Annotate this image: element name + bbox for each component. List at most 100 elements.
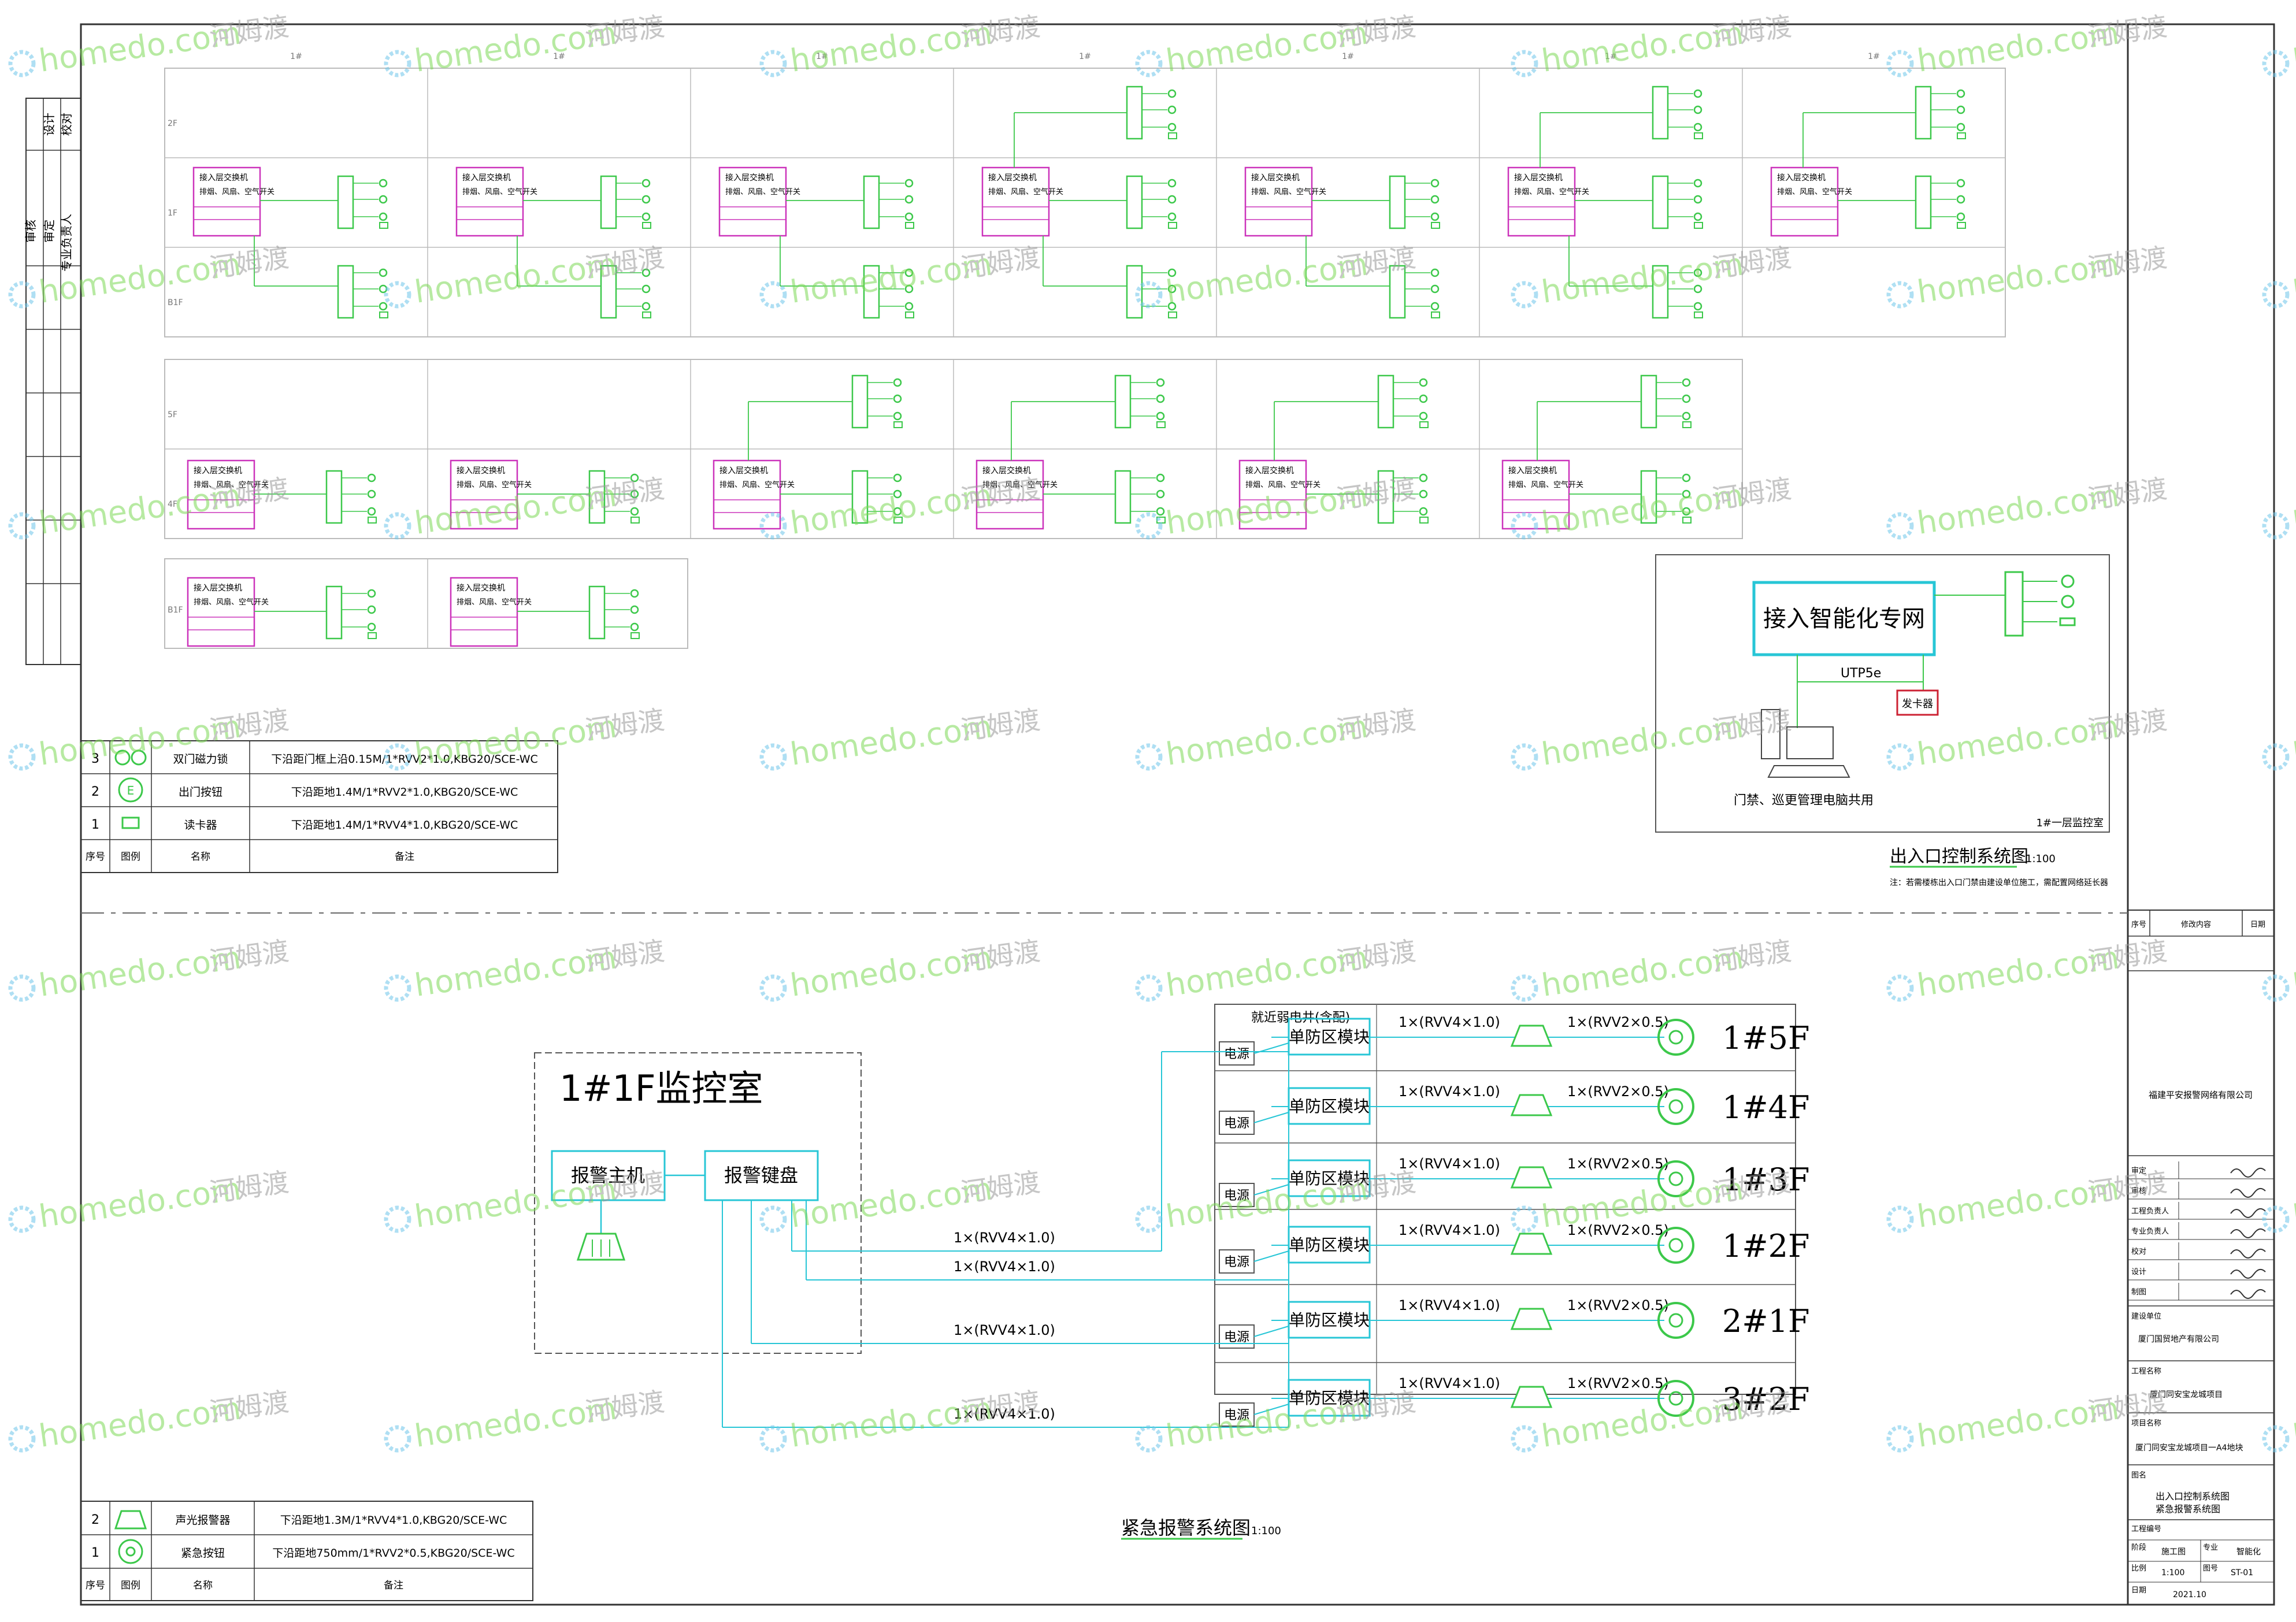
strobe-siren-icon <box>1510 1233 1553 1255</box>
smart-network-label: 接入智能化专网 <box>1763 606 1925 632</box>
door-controller-unit <box>325 585 377 640</box>
revision-content-header: 修改内容 <box>2181 920 2211 929</box>
legend-bottom-no-2: 2 <box>91 1513 99 1527</box>
power-label: 电源 <box>1224 1408 1249 1423</box>
signature-role: 校对 <box>2131 1247 2146 1256</box>
grid-row-label: 1F <box>168 209 177 218</box>
legend-top-note-exit: 下沿距地1.4M/1*RVV2*1.0,KBG20/SCE-WC <box>291 786 518 799</box>
panic-button-legend-icon <box>118 1539 143 1564</box>
grid-row-label: B1F <box>168 606 183 615</box>
cabinet-subtitle: 排烟、风扇、空气开关 <box>199 187 275 196</box>
legend-top-note-reader: 下沿距地1.4M/1*RVV4*1.0,KBG20/SCE-WC <box>291 819 518 832</box>
cabinet-title: 接入层交换机 <box>199 173 248 183</box>
access-system-note: 注：若需楼栋出入口门禁由建设单位施工，需配置网络延长器 <box>1890 878 2108 888</box>
door-controller-unit <box>1389 265 1440 319</box>
button-cable-label: 1×(RVV2×0.5) <box>1567 1083 1669 1100</box>
door-controller-unit <box>851 374 903 429</box>
strip-label-approve: 审定 <box>42 220 56 243</box>
alarm-system-title: 紧急报警系统图 <box>1121 1517 1251 1539</box>
strobe-siren-icon <box>576 1233 626 1261</box>
door-controller-unit <box>600 265 651 319</box>
door-controller-unit <box>337 265 388 319</box>
floor-label: 1#4F <box>1722 1089 1809 1126</box>
left-signature-strip: 设计 校对 审核 审定 专业负责人 <box>24 98 81 665</box>
handwritten-signature <box>2230 1248 2266 1259</box>
zone-module-label: 单防区模块 <box>1289 1027 1370 1046</box>
monitor-room-title: 1#1F监控室 <box>559 1067 763 1109</box>
cabinet-subtitle: 排烟、风扇、空气开关 <box>462 187 537 196</box>
grid-column-label: 1# <box>1868 52 1880 61</box>
door-controller-unit <box>1652 265 1703 319</box>
signature-role: 设计 <box>2131 1268 2146 1276</box>
grid-row-label: 4F <box>168 500 177 509</box>
module-cable-label: 1×(RVV4×1.0) <box>1399 1222 1500 1238</box>
revision-date-header: 日期 <box>2250 921 2265 929</box>
cabinet-subtitle: 排烟、风扇、空气开关 <box>719 480 795 489</box>
drawing-title-label: 图名 <box>2131 1471 2146 1480</box>
legend-bottom-header-icon: 图例 <box>121 1580 140 1591</box>
revision-no-header: 序号 <box>2131 921 2146 929</box>
scale-label: 比例 <box>2131 1564 2146 1573</box>
signature-role: 审定 <box>2131 1167 2146 1175</box>
drawing-title-2: 紧急报警系统图 <box>2156 1504 2220 1515</box>
zone-module-label: 单防区模块 <box>1289 1235 1370 1254</box>
riser-box <box>1214 1004 1796 1395</box>
zone-module-label: 单防区模块 <box>1289 1169 1370 1188</box>
cabinet-title: 接入层交换机 <box>1245 466 1294 476</box>
door-controller-unit <box>1652 175 1703 229</box>
cabinet-subtitle: 排烟、风扇、空气开关 <box>1508 480 1583 489</box>
legend-top-header-no: 序号 <box>86 851 105 863</box>
legend-bottom-name-button: 紧急按钮 <box>181 1547 225 1560</box>
zone-module-label: 单防区模块 <box>1289 1311 1370 1330</box>
grid-column-label: 1# <box>1079 52 1091 61</box>
trunk-cable-label: 1×(RVV4×1.0) <box>954 1259 1055 1275</box>
signature-role: 工程负责人 <box>2131 1207 2169 1216</box>
exit-button-icon: E <box>118 777 143 803</box>
legend-bottom-header-note: 备注 <box>384 1580 403 1591</box>
module-cable-label: 1×(RVV4×1.0) <box>1399 1014 1500 1030</box>
cabinet-title: 接入层交换机 <box>1514 173 1563 183</box>
strobe-siren-icon <box>1510 1386 1553 1408</box>
cabinet-title: 接入层交换机 <box>1251 173 1300 183</box>
door-controller-unit <box>1652 86 1703 140</box>
access-control-system: 接入智能化专网 UTP5e 发卡器 门禁、巡更管理电脑共用 1#一层监控室 出入… <box>1655 554 2110 888</box>
button-cable-label: 1×(RVV2×0.5) <box>1567 1222 1669 1238</box>
strobe-siren-legend-icon <box>114 1510 147 1530</box>
floor-label: 3#2F <box>1722 1381 1809 1417</box>
cabinet-subtitle: 排烟、风扇、空气开关 <box>988 187 1063 196</box>
legend-top-header-note: 备注 <box>395 851 414 863</box>
floor-label: 1#5F <box>1722 1020 1809 1056</box>
card-reader-icon <box>121 816 140 829</box>
title-block: 序号 修改内容 日期 福建平安报警网络有限公司 审定审核工程负责人专业负责人校对… <box>2128 910 2274 1599</box>
power-label: 电源 <box>1224 1047 1249 1061</box>
cabinet-title: 接入层交换机 <box>194 583 242 593</box>
cabinet-title: 接入层交换机 <box>982 466 1031 476</box>
trunk-cable-label: 1×(RVV4×1.0) <box>954 1230 1055 1246</box>
svg-text:homedo.com: homedo.com <box>2291 477 2296 541</box>
access-system-title: 出入口控制系统图 <box>1890 847 2028 867</box>
door-controller-unit <box>588 585 640 640</box>
cabinet-subtitle: 排烟、风扇、空气开关 <box>457 597 532 607</box>
door-controller-unit <box>337 175 388 229</box>
button-cable-label: 1×(RVV2×0.5) <box>1567 1014 1669 1030</box>
legend-top-name-reader: 读卡器 <box>184 819 217 832</box>
door-controller-unit <box>1915 175 1966 229</box>
date-label: 日期 <box>2131 1586 2146 1595</box>
cabinet-subtitle: 排烟、风扇、空气开关 <box>725 187 800 196</box>
zone-module-label: 单防区模块 <box>1289 1389 1370 1408</box>
signature-role: 审核 <box>2131 1187 2146 1196</box>
door-controller-unit <box>1640 470 1692 524</box>
job-no-label: 工程编号 <box>2131 1525 2161 1534</box>
cabinet-subtitle: 排烟、风扇、空气开关 <box>982 480 1058 489</box>
signature-role: 专业负责人 <box>2131 1227 2169 1236</box>
cabinet-title: 接入层交换机 <box>719 466 768 476</box>
handwritten-signature <box>2230 1228 2266 1238</box>
